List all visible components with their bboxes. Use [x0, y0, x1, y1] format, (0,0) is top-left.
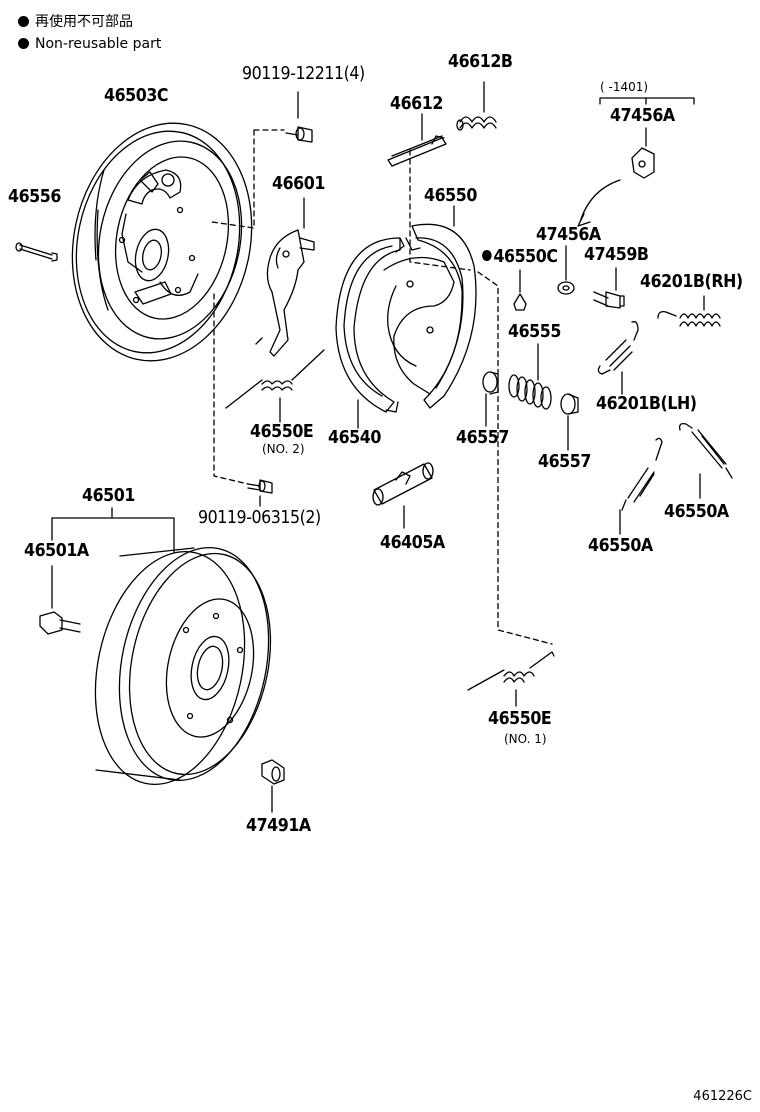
- label-46550e-no2[interactable]: 46550E: [250, 421, 314, 442]
- label-46550a-b[interactable]: 46550A: [664, 501, 729, 522]
- backing-plate-46503c: [71, 122, 253, 362]
- range-bracket: [599, 97, 695, 147]
- spring-46612b: [456, 81, 497, 131]
- label-46557-a[interactable]: 46557: [456, 427, 509, 448]
- bolt-90119-12211: [211, 91, 313, 229]
- label-46550c[interactable]: 46550C: [482, 247, 558, 267]
- brake-shoe-46540: [335, 237, 405, 429]
- label-47491a[interactable]: 47491A: [246, 815, 311, 836]
- label-46550c-text: 46550C: [493, 246, 558, 267]
- brake-drum-46501: [51, 507, 272, 786]
- spring-46555: [508, 343, 552, 410]
- wheel-cylinder-46405a: [372, 462, 434, 529]
- range-note: ( -1401): [600, 80, 649, 94]
- bolt-90119-06315: [247, 479, 273, 507]
- diagram-id: 461226C: [693, 1089, 752, 1104]
- bullet-icon: [18, 38, 29, 49]
- spring-46550a-a: [619, 437, 663, 535]
- label-46550a-a[interactable]: 46550A: [588, 535, 653, 556]
- label-46201b-lh[interactable]: 46201B(LH): [596, 393, 697, 414]
- screw-47459b: [593, 267, 625, 309]
- label-46501a[interactable]: 46501A: [24, 540, 89, 561]
- label-90119-06315[interactable]: 90119-06315(2): [198, 507, 321, 528]
- cup-46557-b: [560, 393, 579, 451]
- legend-non-reusable-en: Non-reusable part: [18, 35, 161, 53]
- parking-lever-46601: [255, 197, 315, 357]
- label-46405a[interactable]: 46405A: [380, 532, 445, 553]
- pin-46550c: [513, 269, 527, 311]
- legend-jp-text: 再使用不可部品: [35, 14, 133, 30]
- label-no2: (NO. 2): [262, 442, 305, 456]
- spring-46550a-b: [678, 422, 733, 499]
- legend-en-text: Non-reusable part: [35, 36, 162, 52]
- label-46550[interactable]: 46550: [424, 185, 477, 206]
- legend-non-reusable-jp: 再使用不可部品: [18, 13, 133, 31]
- label-47456a-top[interactable]: 47456A: [610, 105, 675, 126]
- label-46555[interactable]: 46555: [508, 321, 561, 342]
- label-46540[interactable]: 46540: [328, 427, 381, 448]
- washer-47456a: [557, 245, 575, 295]
- label-46612b[interactable]: 46612B: [448, 51, 513, 72]
- label-47456a-mid[interactable]: 47456A: [536, 224, 601, 245]
- spring-46201b-lh: [597, 321, 639, 395]
- label-46501[interactable]: 46501: [82, 485, 135, 506]
- label-46550e-no1[interactable]: 46550E: [488, 708, 552, 729]
- label-no1: (NO. 1): [504, 732, 547, 746]
- strut-46612: [387, 113, 447, 167]
- hub-bolt-46501a: [39, 565, 81, 635]
- label-47459b[interactable]: 47459B: [584, 244, 649, 265]
- shoe-assembly-46550: [383, 205, 477, 409]
- bolt-46556: [15, 242, 58, 262]
- plug-47491a: [261, 759, 285, 813]
- cup-46557-a: [482, 371, 499, 427]
- leader-dashed-lower: [477, 271, 553, 645]
- spring-46201b-rh: [657, 295, 721, 327]
- label-46503c[interactable]: 46503C: [104, 85, 169, 106]
- label-46201b-rh[interactable]: 46201B(RH): [640, 271, 743, 292]
- leader-dashed-shoe: [409, 149, 471, 271]
- label-46601[interactable]: 46601: [272, 173, 325, 194]
- bullet-icon: [18, 16, 29, 27]
- leader-dashed-left: [213, 293, 249, 485]
- label-46556[interactable]: 46556: [8, 186, 61, 207]
- label-90119-12211[interactable]: 90119-12211(4): [242, 63, 365, 84]
- spring-46550e-no1: [467, 651, 555, 707]
- label-46557-b[interactable]: 46557: [538, 451, 591, 472]
- clip-47456a-top: [577, 147, 655, 227]
- label-46612[interactable]: 46612: [390, 93, 443, 114]
- non-reusable-dot-icon: [482, 250, 492, 261]
- spring-46550e-no2: [225, 349, 325, 423]
